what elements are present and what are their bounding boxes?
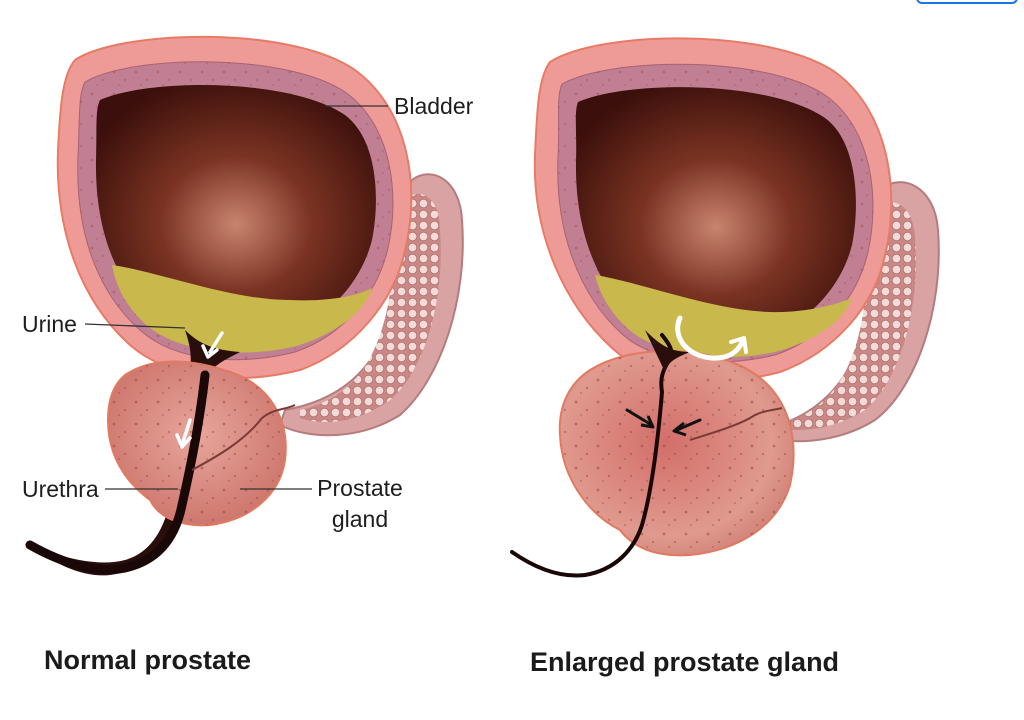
normal-prostate-figure [25,35,464,576]
caption-normal: Normal prostate [44,645,252,675]
black-arrow-icon [625,408,655,429]
label-prostate-line1: Prostate [317,475,403,501]
label-prostate-gland: Prostate gland [312,477,408,531]
urine-left [112,265,372,353]
white-arrow-icon [675,315,748,361]
white-arrow-icon [201,331,224,359]
enlarged-prostate-figure [510,37,940,578]
black-arrow-icon [672,418,702,437]
bladder-interior-right [575,87,856,342]
urine-right [595,275,852,358]
label-urine: Urine [22,311,77,337]
white-arrow-icon [175,418,192,449]
label-bladder: Bladder [394,93,474,119]
bladder-interior-left [95,85,376,339]
label-urethra: Urethra [22,476,99,502]
caption-enlarged: Enlarged prostate gland [530,647,840,677]
label-prostate-line2: gland [331,506,389,532]
